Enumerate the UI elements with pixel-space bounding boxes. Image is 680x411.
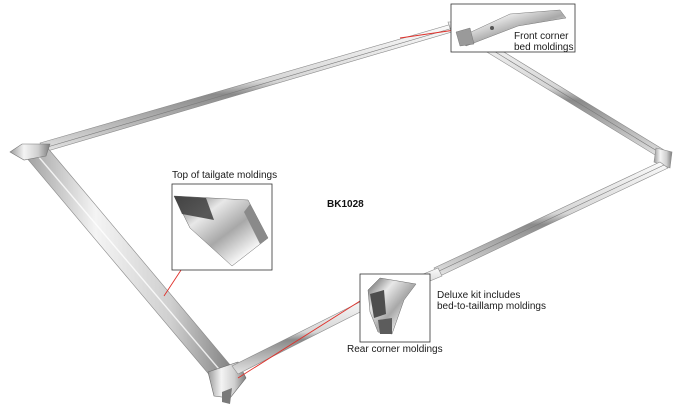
front-corner-label-line1: Front corner (514, 31, 569, 42)
front-corner-label-line2: bed moldings (514, 42, 574, 53)
front-corner-label: Front corner bed moldings (514, 31, 573, 53)
rear-corner-label-line1: Rear corner moldings (347, 344, 443, 355)
deluxe-kit-label-line1: Deluxe kit includes (437, 290, 521, 301)
deluxe-kit-label-line2: bed-to-taillamp moldings (437, 301, 546, 312)
tailgate-top-label: Top of tailgate moldings (172, 170, 277, 181)
right-side-rail-molding (433, 161, 669, 277)
leader-line-front-corner (399, 29, 456, 39)
tailgate-top-label-line1: Top of tailgate moldings (172, 170, 278, 181)
part-number-label: BK1028 (327, 199, 364, 210)
rear-corner-label: Rear corner moldings (347, 344, 443, 355)
inset-front-corner (450, 3, 576, 53)
deluxe-kit-label: Deluxe kit includes bed-to-taillamp mold… (437, 290, 546, 312)
inset-tailgate-top (171, 183, 273, 271)
inset-rear-corner (359, 273, 431, 343)
rear-bottom-rail-molding (231, 297, 373, 375)
left-side-rail-molding (39, 23, 456, 153)
rear-corner-cap-top (9, 143, 51, 161)
leader-line-rear-corner (237, 295, 369, 379)
